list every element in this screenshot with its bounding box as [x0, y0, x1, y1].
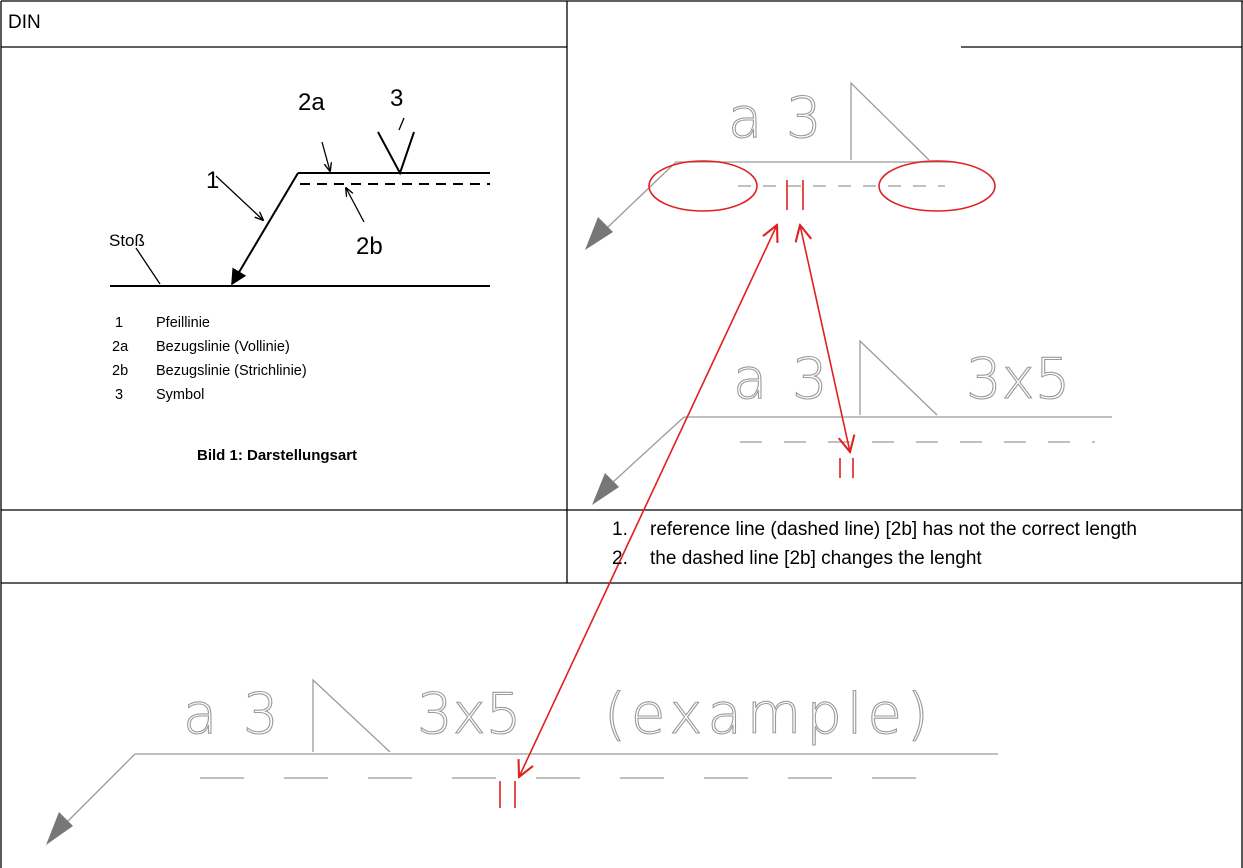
sym3-a: a — [183, 682, 217, 747]
callout-3: 3 — [390, 85, 403, 112]
sym2-throat: 3 — [792, 347, 828, 412]
sym2-a: a — [733, 347, 767, 412]
sym1-fillet — [850, 81, 930, 161]
highlight-ellipse-left — [648, 160, 758, 212]
legend-text-3: Symbol — [156, 387, 204, 403]
fillet-symbol — [377, 131, 415, 176]
red-arrow-2 — [800, 225, 850, 452]
sym3-arrow-head — [46, 812, 73, 845]
callout-joint: Stoß — [109, 231, 145, 250]
note-item: 1. reference line (dashed line) [2b] has… — [612, 515, 1222, 544]
callout-2a: 2a — [298, 89, 325, 116]
sym1-throat: 3 — [786, 86, 822, 151]
sym3-fillet — [312, 678, 391, 753]
legend-num-2b: 2b — [112, 363, 128, 379]
highlight-ellipse-right — [878, 160, 996, 212]
weld-symbol-3: a 3 3x5 (example) — [46, 678, 998, 845]
sym1-a: a — [728, 86, 762, 151]
red-arrow-1 — [519, 225, 777, 777]
note-number: 1. — [612, 519, 628, 540]
figure-caption: Bild 1: Darstellungsart — [197, 447, 357, 464]
notes-list: 1. reference line (dashed line) [2b] has… — [612, 515, 1222, 573]
din-header-label: DIN — [8, 12, 41, 33]
sym3-throat: 3 — [243, 682, 279, 747]
note-number: 2. — [612, 548, 628, 569]
legend-num-2a: 2a — [112, 339, 129, 355]
sym2-arrow-line — [611, 416, 685, 484]
note-text: the dashed line [2b] changes the lenght — [650, 548, 982, 569]
sym3-length: 3x5 — [417, 682, 521, 747]
legend-num-1: 1 — [115, 315, 123, 331]
legend-num-3: 3 — [115, 387, 123, 403]
callout-2b: 2b — [356, 233, 383, 260]
sym1-arrow-head — [585, 217, 613, 250]
sym1-arrow-line — [607, 161, 677, 228]
weld-symbol-2: a 3 3x5 — [592, 339, 1112, 505]
sym2-arrow-head — [592, 473, 619, 505]
legend-text-2b: Bezugslinie (Strichlinie) — [156, 363, 307, 379]
note-text: reference line (dashed line) [2b] has no… — [650, 519, 1137, 540]
callout-1: 1 — [206, 167, 219, 194]
sym2-length: 3x5 — [966, 347, 1070, 412]
legend-text-1: Pfeillinie — [156, 315, 210, 331]
legend-text-2a: Bezugslinie (Vollinie) — [156, 339, 290, 355]
sym3-arrow-line — [65, 753, 136, 824]
sym2-fillet — [859, 339, 938, 416]
arrow-line — [231, 172, 299, 286]
note-item: 2. the dashed line [2b] changes the leng… — [612, 544, 1222, 573]
sym3-note: (example) — [604, 682, 934, 747]
weld-symbol-1: a 3 — [585, 81, 953, 250]
din-figure: 2a 3 1 2b Stoß 1 Pfeillinie 2a Bezugslin… — [109, 85, 490, 464]
